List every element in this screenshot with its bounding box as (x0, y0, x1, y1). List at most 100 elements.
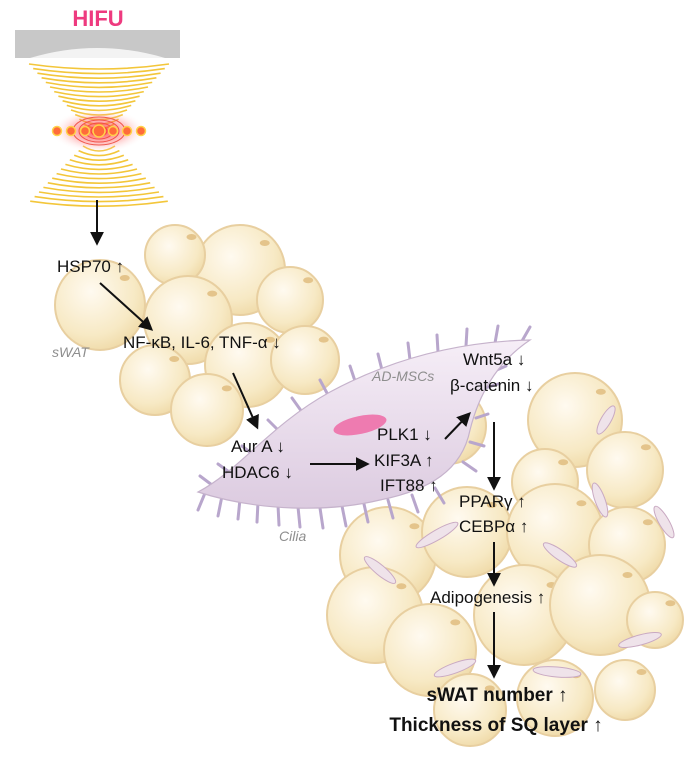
wave-arc (47, 182, 151, 189)
wave-arc (49, 86, 149, 93)
arrow-plk1-to-wnt5a (444, 411, 471, 440)
cilium (386, 498, 395, 520)
cilium (198, 474, 214, 487)
fat-cell-nucleus (595, 388, 606, 395)
fat-cell (170, 373, 244, 447)
cilium (461, 460, 478, 473)
node-inflammation: NF-κB, IL-6, TNF-α ↓ (123, 333, 281, 352)
wave-arc (37, 72, 161, 79)
fat-cell-nucleus (409, 523, 420, 530)
focal-dot (135, 125, 147, 137)
wave-arc (52, 177, 146, 184)
outcome-swat-number: sWAT number ↑ (426, 685, 568, 706)
fat-cell-nucleus (622, 572, 633, 578)
cilium (464, 327, 469, 348)
wave-arc (62, 100, 136, 107)
cilium (376, 352, 384, 372)
cilium (216, 494, 224, 518)
cilium (290, 396, 304, 414)
node-beta-catenin: β-catenin ↓ (450, 376, 534, 395)
fat-cell-nucleus (186, 234, 197, 240)
fat-cell-nucleus (303, 277, 314, 284)
node-wnt5a: Wnt5a ↓ (463, 350, 526, 369)
node-hsp70: HSP70 ↑ (57, 257, 125, 276)
cilium (520, 325, 532, 343)
fat-cell (516, 659, 594, 737)
fat-cluster-left (54, 224, 340, 447)
pathway-arrows (90, 200, 501, 679)
fat-cell-nucleus (169, 356, 180, 362)
wave-arc (58, 95, 140, 102)
focal-dot (107, 125, 119, 137)
label-cilia: Cilia (279, 528, 307, 544)
wave-arc (34, 195, 164, 203)
cilium (318, 378, 330, 397)
wave-arc (45, 81, 153, 89)
cilium (406, 341, 412, 362)
fat-cell-nucleus (259, 240, 270, 246)
fat-cell (54, 259, 146, 351)
label-swat: sWAT (52, 344, 89, 360)
fat-cell-nucleus (640, 444, 651, 451)
fat-cell (256, 266, 324, 334)
focal-dot (65, 125, 77, 137)
cilium (493, 324, 500, 345)
cilium (362, 502, 370, 524)
focal-dot (121, 125, 133, 137)
fat-cell-nucleus (265, 336, 276, 343)
wave-arc (54, 90, 144, 98)
outcome-thickness: Thickness of SQ layer ↑ (389, 715, 603, 736)
wave-arc (69, 159, 129, 166)
wave-arc (41, 77, 157, 84)
node-hdac6: HDAC6 ↓ (222, 463, 293, 482)
fat-cell-nucleus (486, 502, 497, 508)
fat-cell (270, 325, 340, 395)
cilium (433, 486, 446, 505)
wave-arc (43, 186, 155, 194)
cilium (340, 504, 348, 528)
focal-dot (79, 125, 91, 137)
cilium (276, 503, 281, 527)
node-aur-a: Aur A ↓ (231, 437, 285, 456)
hifu-title: HIFU (72, 6, 124, 31)
fat-cell-nucleus (396, 583, 407, 590)
stromal-cells (363, 405, 675, 678)
cilium (348, 364, 357, 383)
wave-arc (38, 191, 160, 198)
fat-cell-nucleus (558, 459, 569, 466)
wave-arc (56, 172, 142, 180)
fat-cell-nucleus (450, 619, 461, 626)
wave-arc (78, 149, 120, 157)
wave-arc (65, 163, 133, 171)
cilium (468, 440, 486, 448)
wave-arc (33, 67, 165, 75)
wave-arc (73, 154, 125, 161)
node-plk1: PLK1 ↓ (377, 425, 432, 444)
ad-msc-cell (196, 324, 533, 530)
node-adipogenesis: Adipogenesis ↑ (430, 588, 546, 607)
fat-cell-nucleus (642, 519, 653, 526)
fat-cell-nucleus (636, 669, 647, 675)
node-ppar-gamma: PPARγ ↑ (459, 492, 526, 511)
fat-cell-nucleus (665, 600, 676, 607)
fat-cell (433, 673, 507, 747)
node-kif3a: KIF3A ↑ (374, 451, 434, 470)
fat-cell-nucleus (576, 500, 587, 507)
hifu-transducer (15, 30, 180, 58)
arrow-inflammation-to-aura (232, 372, 259, 430)
cilium (410, 493, 420, 514)
focal-points (51, 124, 147, 138)
wave-arc (30, 200, 168, 207)
label-ad-mscs: AD-MSCs (372, 368, 435, 384)
focal-dot (92, 124, 106, 138)
cilium (435, 333, 440, 354)
cilium (474, 412, 490, 420)
cilium (318, 506, 325, 530)
node-cebp-alpha: CEBPα ↑ (459, 517, 529, 536)
fat-cell-nucleus (207, 290, 218, 297)
fat-cell-nucleus (221, 385, 232, 392)
arrow-hsp70-to-inflammation (99, 282, 154, 331)
wave-arc (60, 168, 138, 175)
cilium (196, 491, 207, 512)
